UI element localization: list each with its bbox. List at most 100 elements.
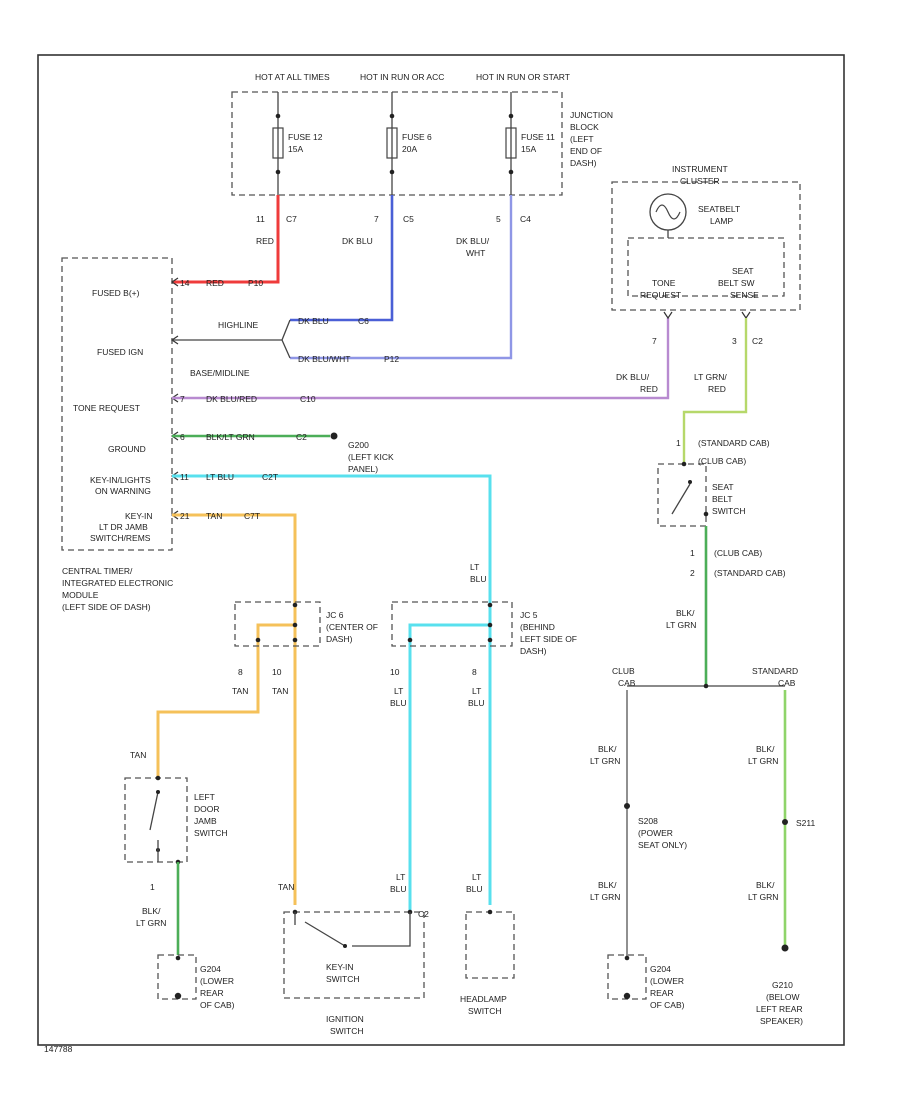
highline-wire-label: DK BLU xyxy=(298,316,329,326)
s208-name: S208 xyxy=(638,816,658,826)
junction-label-2: BLOCK xyxy=(570,122,599,132)
mid-wire-2-color: TAN xyxy=(272,686,288,696)
mid-wire-3-color-1: LT xyxy=(394,686,403,696)
tone-conn-label: C10 xyxy=(300,394,316,404)
mid-wire-3-color-2: BLU xyxy=(390,698,407,708)
club-wire-1: BLK/ xyxy=(598,744,617,754)
key-lights-pin: 11 xyxy=(180,472,189,482)
jc6-label-3: DASH) xyxy=(326,634,353,644)
jc6-label-1: JC 6 xyxy=(326,610,344,620)
pin-fused-ign-label: FUSED IGN xyxy=(97,347,143,357)
club-label-2: CAB xyxy=(618,678,636,688)
fuse-11: FUSE 11 15A xyxy=(505,92,555,195)
s211-splice xyxy=(782,819,788,825)
fuse-11-rating: 15A xyxy=(521,144,536,154)
g200-line-2: PANEL) xyxy=(348,464,378,474)
std-wire-2: LT GRN xyxy=(748,756,778,766)
pin-tone-request-label: TONE REQUEST xyxy=(73,403,140,413)
lamp-label-2: LAMP xyxy=(710,216,733,226)
pin-key-lights-label-2: ON WARNING xyxy=(95,486,151,496)
club-wire-low-1: BLK/ xyxy=(598,880,617,890)
mid-wire-3-pin: 10 xyxy=(390,667,400,677)
sbs-wire-1: BLK/ xyxy=(676,608,695,618)
ignition-name-2: SWITCH xyxy=(330,1026,364,1036)
hot-label-1: HOT AT ALL TIMES xyxy=(255,72,330,82)
fuse-out-1-pin: 11 xyxy=(256,214,265,224)
jc5-label-4: DASH) xyxy=(520,646,547,656)
jamb-label-2: DOOR xyxy=(194,804,220,814)
wire-label-red: RED xyxy=(206,278,224,288)
fuse-out-1-conn: C7 xyxy=(286,214,297,224)
club-wire-2: LT GRN xyxy=(590,756,620,766)
tan-wire-jamb xyxy=(156,623,295,778)
jamb-wire-2: LT GRN xyxy=(136,918,166,928)
fuse-out-1-wire: RED xyxy=(256,236,274,246)
fuse-12-name: FUSE 12 xyxy=(288,132,323,142)
seat-belt-switch: SEAT BELT SWITCH xyxy=(657,461,746,527)
std-wire-low-1: BLK/ xyxy=(756,880,775,890)
pin-key-in-label-3: SWITCH/REMS xyxy=(90,533,151,543)
key-in-pin: 21 xyxy=(180,511,190,521)
splice-jc6: JC 6 (CENTER OF DASH) xyxy=(234,601,378,647)
sbs-wire-2: LT GRN xyxy=(666,620,696,630)
jamb-wire-1: BLK/ xyxy=(142,906,161,916)
footer-id: 147788 xyxy=(44,1044,73,1054)
g210-line-2: LEFT REAR xyxy=(756,1004,803,1014)
sbs-b2-cab: (STANDARD CAB) xyxy=(714,568,786,578)
s208-splice xyxy=(624,803,630,809)
g200-name: G200 xyxy=(348,440,369,450)
g204-left-l2: REAR xyxy=(200,988,224,998)
wire-label-red-conn: P10 xyxy=(248,278,263,288)
pin-key-in-label-1: KEY-IN xyxy=(125,511,153,521)
std-label-2: CAB xyxy=(778,678,796,688)
fuse-out-2-wire: DK BLU xyxy=(342,236,373,246)
jamb-label-1: LEFT xyxy=(194,792,215,802)
lt-blu-wire-headlamp xyxy=(172,474,492,905)
ignition-name-1: IGNITION xyxy=(326,1014,364,1024)
jc5-label-3: LEFT SIDE OF xyxy=(520,634,577,644)
central-timer-module: FUSED B(+) FUSED IGN TONE REQUEST GROUND… xyxy=(61,257,179,551)
g204-right-l1: (LOWER xyxy=(650,976,684,986)
fuse-11-name: FUSE 11 xyxy=(521,132,555,142)
mid-wire-4-color-2: BLU xyxy=(468,698,485,708)
sbs-top-cab-1: (STANDARD CAB) xyxy=(698,438,770,448)
wire-label-red-pin: 14 xyxy=(180,278,190,288)
mid-wire-2-pin: 10 xyxy=(272,667,282,677)
junction-label-1: JUNCTION xyxy=(570,110,613,120)
mid-wire-1-pin: 8 xyxy=(238,667,243,677)
module-desc-2: INTEGRATED ELECTRONIC xyxy=(62,578,173,588)
ground-g204-left: G204 (LOWER REAR OF CAB) xyxy=(157,954,235,1010)
fuse-out-2-conn: C5 xyxy=(403,214,414,224)
g200-line-1: (LEFT KICK xyxy=(348,452,394,462)
tone-wire-label: DK BLU/RED xyxy=(206,394,257,404)
fuse-out-3-pin: 5 xyxy=(496,214,501,224)
ignition-wire-2: BLU xyxy=(390,884,407,894)
lt-blu-wire-ignition xyxy=(408,623,490,912)
ignition-wire-tan: TAN xyxy=(278,882,294,892)
ground-wire-label: BLK/LT GRN xyxy=(206,432,255,442)
dk-blu-wht-wire xyxy=(290,195,513,360)
sbs-top-pin: 1 xyxy=(676,438,681,448)
baseline-wire-label: DK BLU/WHT xyxy=(298,354,350,364)
key-lights-conn: C2T xyxy=(262,472,278,482)
module-desc-3: MODULE xyxy=(62,590,99,600)
left-door-jamb-switch: LEFT DOOR JAMB SWITCH xyxy=(124,775,228,865)
cluster-seat-conn: C2 xyxy=(752,336,763,346)
g204-right-l3: OF CAB) xyxy=(650,1000,685,1010)
sbs-label-3: SWITCH xyxy=(712,506,746,516)
splice-jc5: JC 5 (BEHIND LEFT SIDE OF DASH) xyxy=(391,601,577,656)
pin-ground-label: GROUND xyxy=(108,444,146,454)
seat-sense-wire xyxy=(682,318,748,464)
fused-ign-wire xyxy=(172,319,291,359)
cluster-tone-pin: 7 xyxy=(652,336,657,346)
sbs-b1-pin: 1 xyxy=(690,548,695,558)
ignition-pin: C2 xyxy=(418,909,429,919)
jamb-pin: 1 xyxy=(150,882,155,892)
tone-request-wire xyxy=(172,318,670,400)
seat-label-3: SENSE xyxy=(730,290,759,300)
pin-fused-b-label: FUSED B(+) xyxy=(92,288,140,298)
ground-pin: 6 xyxy=(180,432,185,442)
mid-wire-4-pin: 8 xyxy=(472,667,477,677)
std-wire-low-2: LT GRN xyxy=(748,892,778,902)
